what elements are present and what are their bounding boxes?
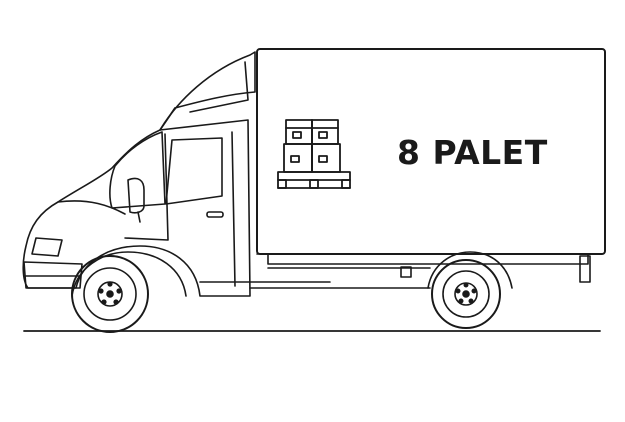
cab [22, 51, 431, 297]
cargo-box [256, 48, 606, 283]
pallet-boxes-icon [277, 119, 351, 189]
front-wheel [71, 251, 187, 333]
capacity-label: 8 PALET [397, 133, 548, 172]
rear-wheel [427, 251, 513, 329]
